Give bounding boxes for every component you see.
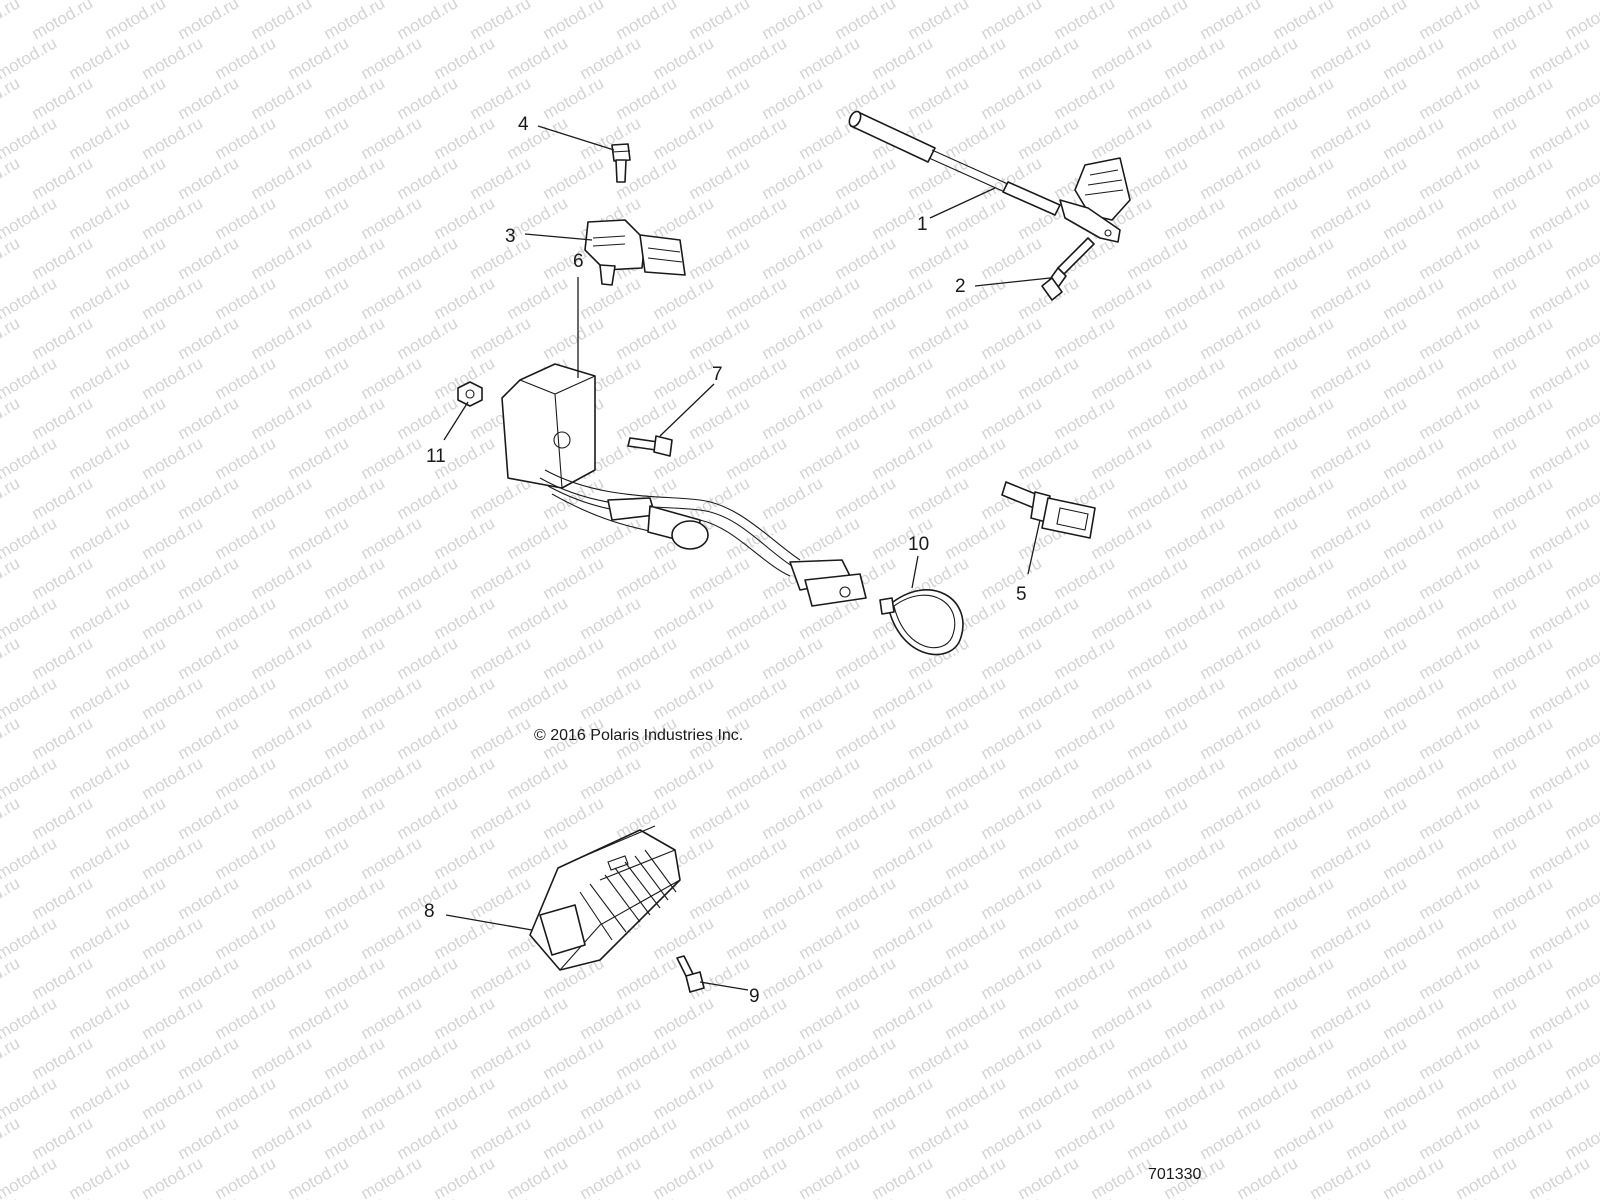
- part-1-speed-sensor: [848, 110, 1131, 243]
- part-9-bolt: [676, 955, 705, 993]
- callout-6: 6: [573, 251, 584, 272]
- part-4-bolt: [611, 143, 631, 183]
- callout-9: 9: [749, 986, 760, 1007]
- drawing-number: 701330: [1148, 1166, 1202, 1183]
- callout-4: 4: [518, 114, 529, 135]
- part-7-bolt: [627, 435, 673, 457]
- callout-7: 7: [712, 364, 723, 385]
- part-6-module-harness: [501, 363, 867, 607]
- part-2-bolt: [1041, 237, 1095, 301]
- callout-5: 5: [1016, 584, 1027, 605]
- callout-1: 1: [917, 214, 928, 235]
- part-10-clamp: [879, 589, 964, 656]
- callout-10: 10: [908, 534, 929, 555]
- callout-3: 3: [505, 226, 516, 247]
- callout-2: 2: [955, 276, 966, 297]
- part-8-regulator: [529, 825, 681, 971]
- leader-lines: [443, 125, 1051, 991]
- part-11-nut: [457, 381, 483, 407]
- copyright-notice: © 2016 Polaris Industries Inc.: [534, 727, 744, 744]
- callout-labels: 1 2 3 4 5 6 7 8 9 10 11: [424, 114, 1027, 1007]
- part-5-temp-sensor: [1001, 481, 1096, 539]
- callout-11: 11: [426, 446, 446, 467]
- callout-8: 8: [424, 901, 435, 922]
- part-3-sensor: [584, 219, 686, 286]
